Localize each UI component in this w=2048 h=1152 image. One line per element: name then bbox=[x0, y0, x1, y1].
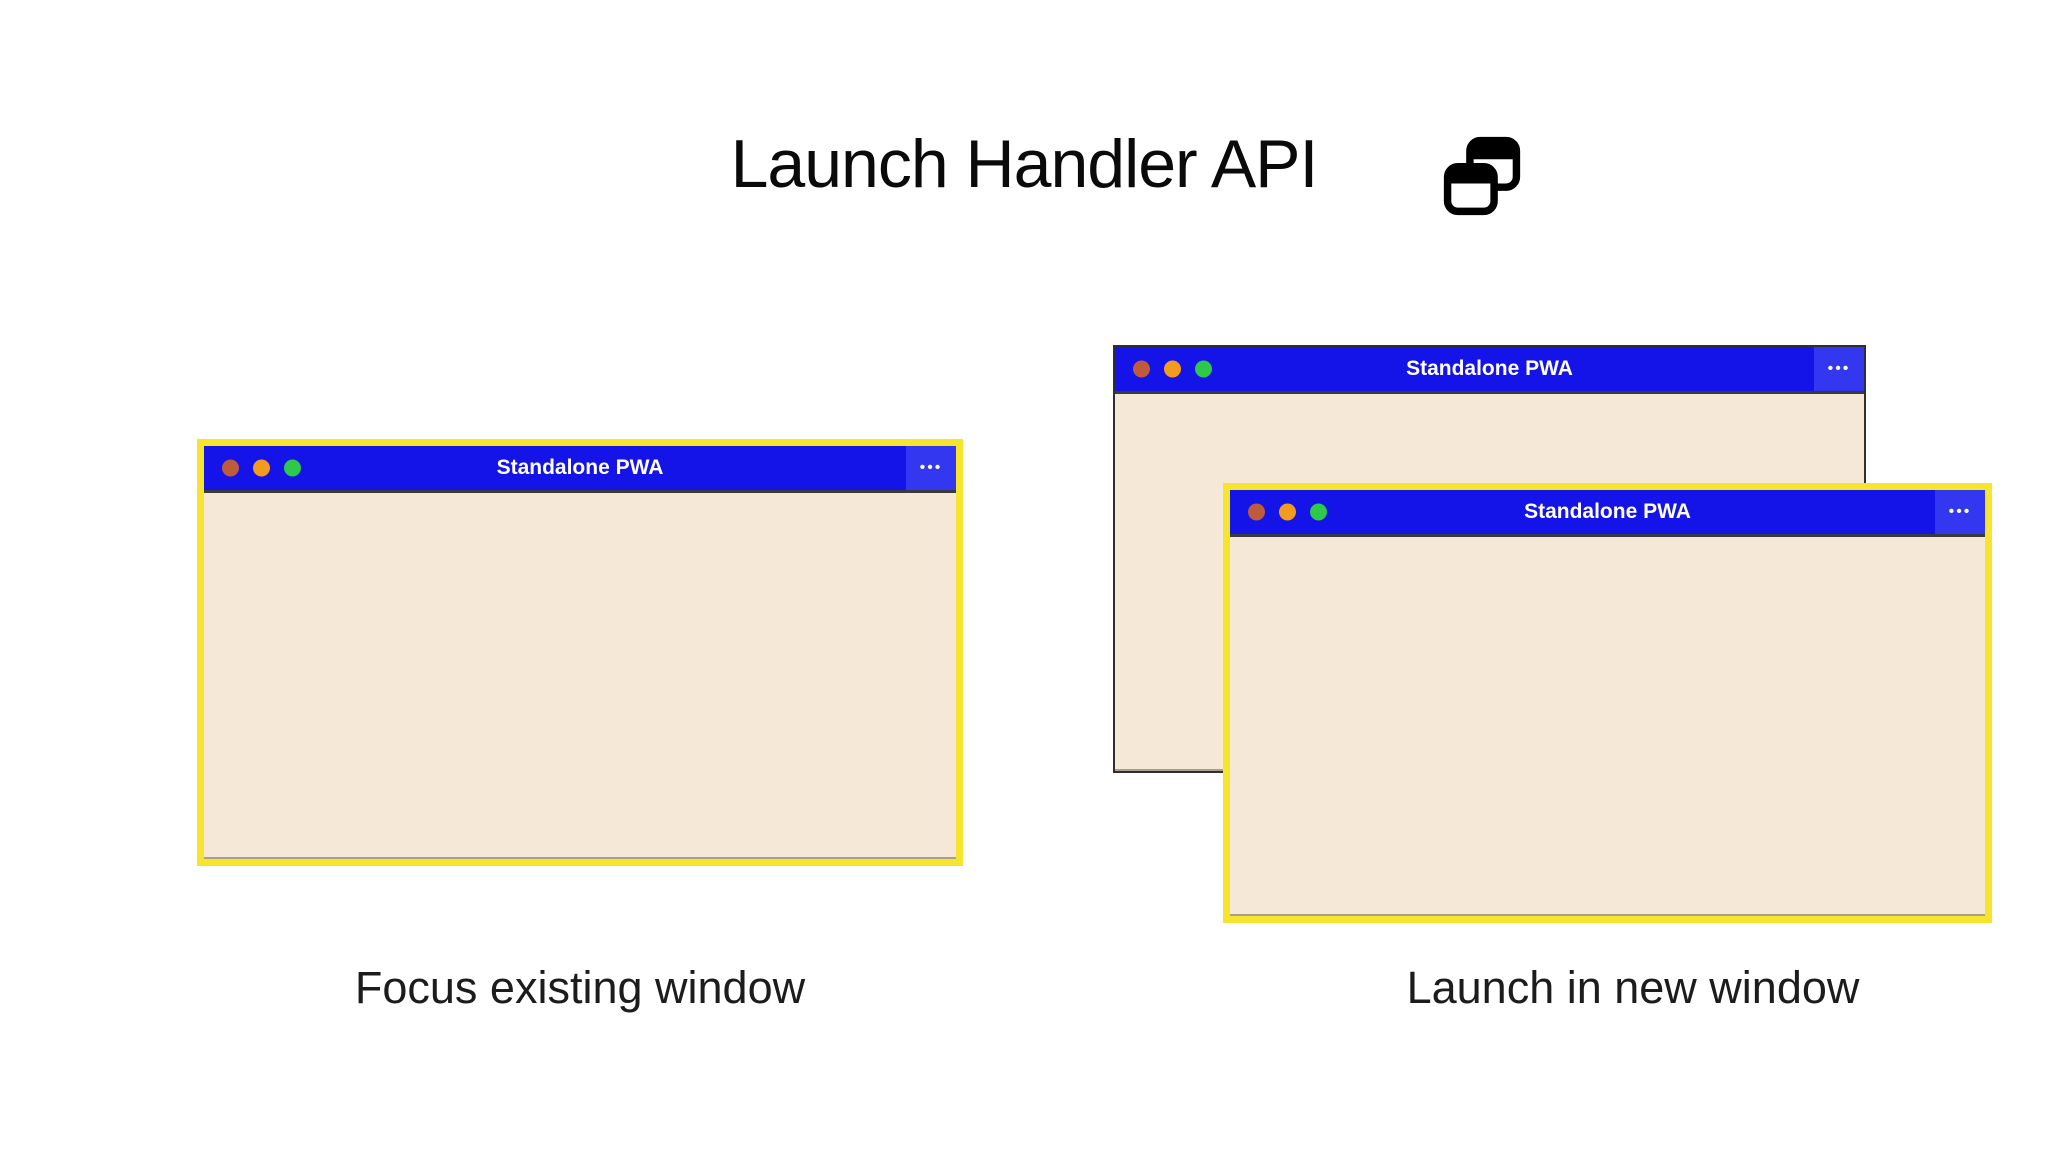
ellipsis-icon: ••• bbox=[919, 459, 943, 476]
titlebar: Standalone PWA ••• bbox=[1115, 347, 1864, 394]
close-dot-icon[interactable] bbox=[222, 459, 239, 477]
titlebar: Standalone PWA ••• bbox=[1230, 490, 1985, 537]
ellipsis-icon: ••• bbox=[1827, 360, 1851, 377]
traffic-lights bbox=[1133, 360, 1212, 378]
pwa-window-new: Standalone PWA ••• bbox=[1223, 483, 1992, 923]
window-menu-button[interactable]: ••• bbox=[906, 446, 956, 490]
maximize-dot-icon[interactable] bbox=[1310, 503, 1327, 521]
ellipsis-icon: ••• bbox=[1948, 503, 1972, 520]
overlapping-windows-icon bbox=[1443, 136, 1521, 216]
window-content bbox=[204, 493, 956, 859]
titlebar: Standalone PWA ••• bbox=[204, 446, 956, 493]
window-menu-button[interactable]: ••• bbox=[1935, 490, 1985, 534]
pwa-window-existing: Standalone PWA ••• bbox=[197, 439, 963, 866]
caption-focus-existing: Focus existing window bbox=[354, 962, 806, 1013]
caption-launch-new: Launch in new window bbox=[1406, 962, 1860, 1013]
window-menu-button[interactable]: ••• bbox=[1814, 347, 1864, 391]
close-dot-icon[interactable] bbox=[1133, 360, 1150, 378]
page-title: Launch Handler API bbox=[730, 126, 1319, 202]
traffic-lights bbox=[222, 459, 301, 477]
window-title: Standalone PWA bbox=[1406, 357, 1573, 380]
traffic-lights bbox=[1248, 503, 1327, 521]
minimize-dot-icon[interactable] bbox=[253, 459, 270, 477]
window-title: Standalone PWA bbox=[496, 456, 664, 479]
window-content bbox=[1230, 537, 1985, 916]
maximize-dot-icon[interactable] bbox=[284, 459, 301, 477]
window-title: Standalone PWA bbox=[1524, 500, 1691, 523]
close-dot-icon[interactable] bbox=[1248, 503, 1265, 521]
minimize-dot-icon[interactable] bbox=[1164, 360, 1181, 378]
minimize-dot-icon[interactable] bbox=[1279, 503, 1296, 521]
maximize-dot-icon[interactable] bbox=[1195, 360, 1212, 378]
